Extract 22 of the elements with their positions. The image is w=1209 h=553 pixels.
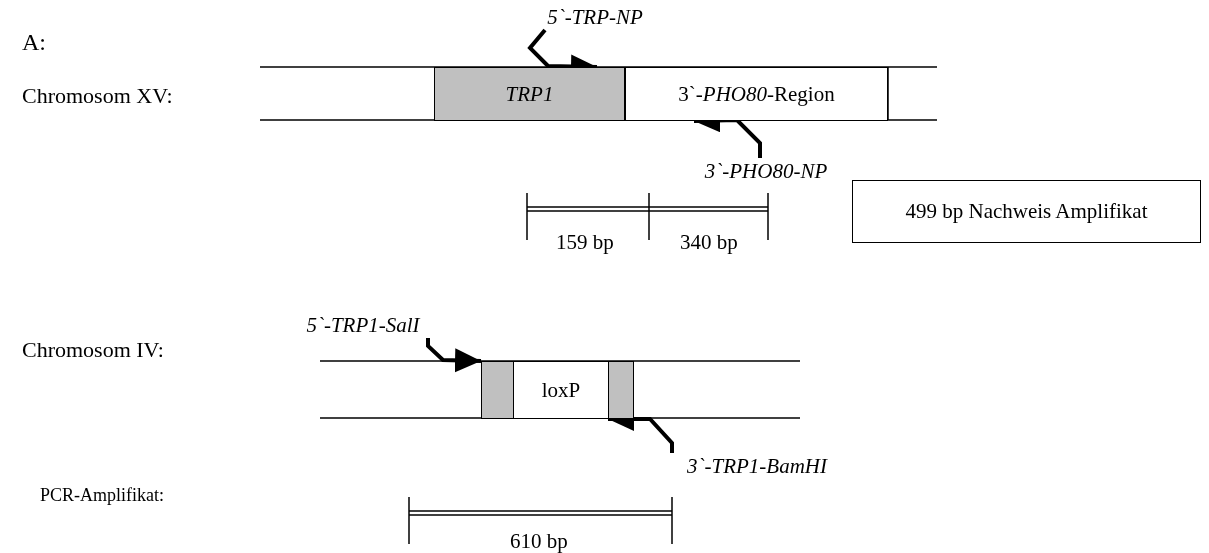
amplicon-box [852, 180, 1201, 243]
loxp-box [513, 361, 609, 419]
primer-label: 5`-TRP-NP [545, 4, 645, 30]
box-label: 499 bp Nachweis Amplifikat [905, 201, 1148, 222]
row-label: PCR-Amplifikat: [40, 486, 164, 504]
dimension-label: 340 bp [680, 232, 738, 253]
box-label: 3`-PHO80-Region [678, 83, 835, 105]
primer-arrow [426, 338, 482, 373]
panel-label: A: [22, 30, 46, 54]
primer-label: 3`-TRP1-BamHI [664, 453, 850, 479]
dimension-label: 610 bp [510, 531, 568, 552]
region-box [625, 67, 888, 121]
dimension-label: 159 bp [556, 232, 614, 253]
primer-label: 3`-PHO80-NP [686, 158, 846, 184]
box-label: TRP1 [505, 83, 554, 105]
box-label: loxP [541, 379, 581, 401]
chromosome-label: Chromosom IV: [22, 339, 164, 361]
gene-box [434, 67, 625, 121]
chromosome-label: Chromosom XV: [22, 85, 173, 107]
primer-label: 5`-TRP1-SalI [288, 312, 438, 338]
flank-box [481, 361, 514, 419]
flank-box [608, 361, 634, 419]
